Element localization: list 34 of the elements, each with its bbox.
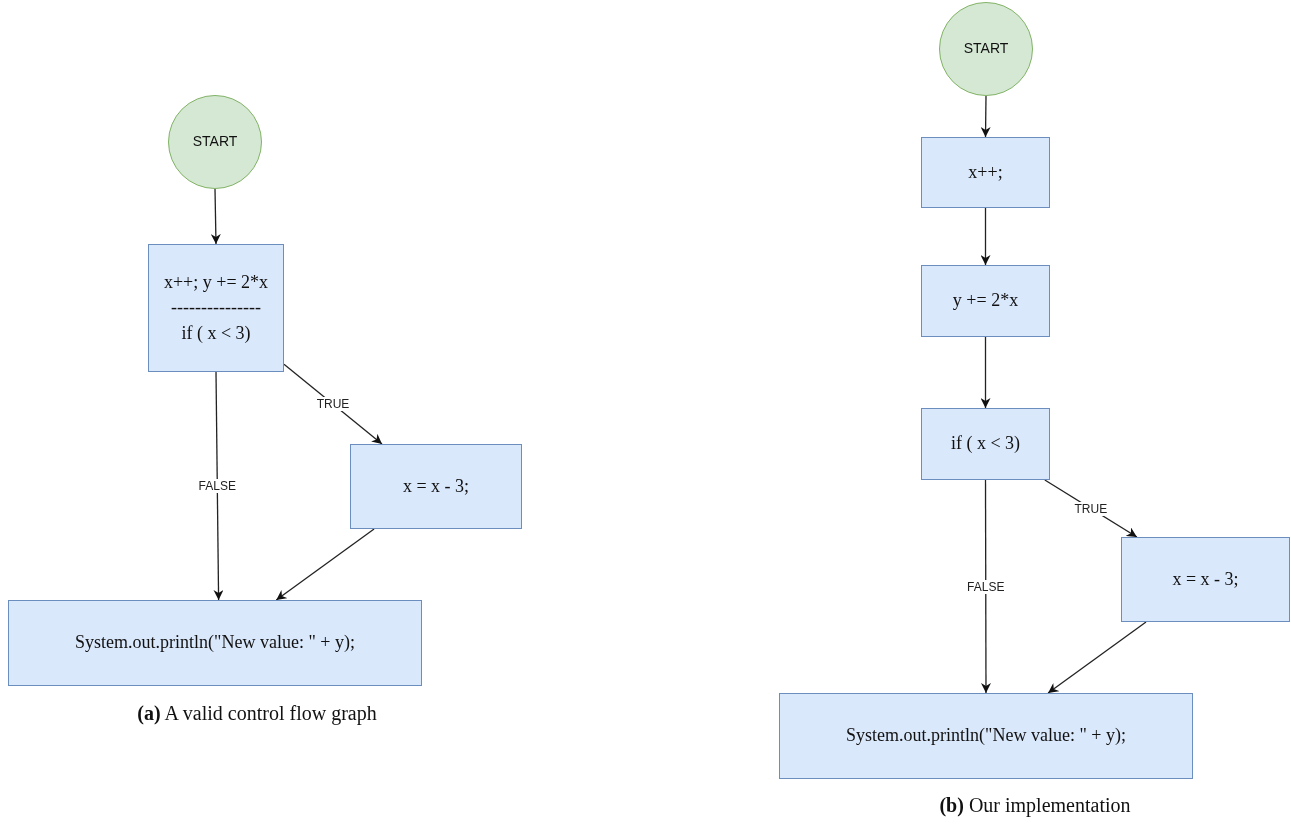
arrow bbox=[275, 528, 375, 601]
code-text: x = x - 3; bbox=[402, 474, 470, 498]
process-box bbox=[8, 600, 422, 686]
process-box bbox=[1121, 537, 1290, 622]
code-text: if ( x < 3) bbox=[950, 432, 1021, 456]
arrow bbox=[980, 207, 991, 266]
arrow bbox=[1047, 621, 1147, 694]
edge-label: FALSE bbox=[197, 479, 237, 493]
process-box bbox=[779, 693, 1193, 779]
code-text: x = x - 3; bbox=[1172, 567, 1239, 591]
arrow bbox=[210, 188, 221, 245]
code-text: System.out.println("New value: " + y); bbox=[846, 724, 1126, 748]
arrow bbox=[213, 371, 224, 601]
process-box bbox=[148, 244, 284, 372]
edge-label: TRUE bbox=[1073, 501, 1109, 516]
arrow bbox=[980, 95, 991, 138]
edge-label: FALSE bbox=[966, 579, 1006, 594]
edge-label: TRUE bbox=[315, 397, 351, 412]
node-label: START bbox=[192, 132, 238, 152]
code-text: --------------- bbox=[171, 296, 261, 320]
arrow bbox=[981, 479, 991, 694]
code-text: y += 2*x bbox=[952, 289, 1019, 313]
process-box bbox=[921, 137, 1050, 208]
process-box bbox=[921, 265, 1050, 337]
process-box bbox=[350, 444, 522, 529]
code-text: x++; y += 2*x bbox=[163, 271, 269, 295]
code-text: System.out.println("New value: " + y); bbox=[75, 631, 355, 655]
process-box bbox=[921, 408, 1050, 480]
figure-caption: (a) A valid control flow graph bbox=[137, 702, 377, 725]
code-text: x++; bbox=[968, 160, 1003, 184]
figure-caption: (b) Our implementation bbox=[939, 794, 1131, 817]
arrow bbox=[980, 336, 991, 409]
node-label: START bbox=[963, 39, 1009, 59]
code-text: if ( x < 3) bbox=[181, 321, 251, 345]
